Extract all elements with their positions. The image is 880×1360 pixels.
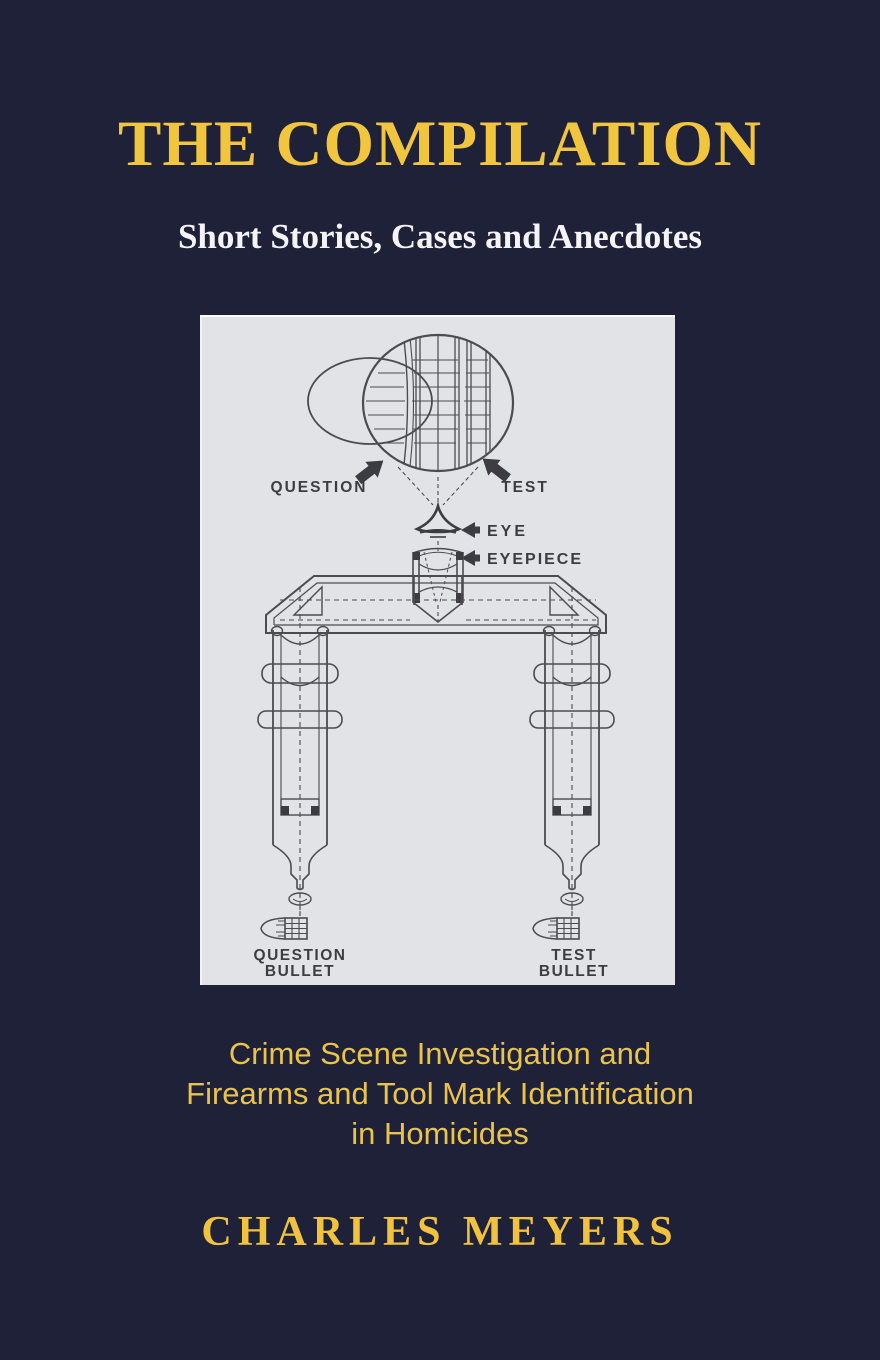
eyepiece-label: EYEPIECE [487, 551, 583, 568]
comparison-microscope-diagram: QUESTION TEST EYE EYEPIECE [254, 333, 615, 980]
center-prism [413, 602, 463, 624]
striation-marks [366, 359, 491, 444]
question-label: QUESTION [271, 479, 368, 496]
test-arrow-icon [482, 458, 511, 483]
bridge-inner-outline [273, 582, 599, 626]
tube-optical-axes [299, 587, 573, 913]
test-objective-tube [529, 625, 615, 940]
eyepiece-cylinder [412, 547, 464, 603]
test-label: TEST [501, 479, 549, 496]
tagline-line-1: Crime Scene Investigation and [228, 1036, 652, 1071]
cannelure-band [415, 335, 460, 471]
right-prism [549, 585, 580, 616]
tagline-line-3: in Homicides [351, 1116, 529, 1151]
bridge-outline [265, 575, 607, 634]
microscope-bridge [265, 575, 607, 634]
question-bullet-label-line2: BULLET [265, 963, 335, 980]
eyepiece-lens [418, 563, 458, 571]
diagram-panel: QUESTION TEST EYE EYEPIECE [200, 315, 675, 985]
eye-pointer-icon [461, 522, 480, 538]
question-arrow-icon [355, 460, 384, 485]
eyepiece-lens [418, 586, 458, 593]
comparison-circle [361, 333, 515, 473]
left-prism [292, 585, 323, 616]
book-subtitle: Short Stories, Cases and Anecdotes [177, 217, 703, 256]
test-bullet-label-line2: BULLET [539, 963, 609, 980]
question-objective-tube [257, 625, 343, 940]
tagline-line-2: Firearms and Tool Mark Identification [186, 1076, 694, 1111]
question-bullet-label-line1: QUESTION [254, 947, 347, 964]
cannelure-band [466, 337, 491, 469]
optical-rays [397, 466, 479, 551]
book-title: THE COMPILATION [118, 108, 762, 180]
eye-label: EYE [487, 523, 528, 540]
test-bullet-label-line1: TEST [551, 947, 597, 964]
eye-icon [413, 501, 463, 534]
magnified-bullet-surface [366, 335, 491, 471]
book-tagline: Crime Scene Investigation and Firearms a… [0, 1034, 880, 1154]
eyepiece-pointer-icon [461, 550, 480, 566]
author-name: CHARLES MEYERS [201, 1209, 679, 1255]
